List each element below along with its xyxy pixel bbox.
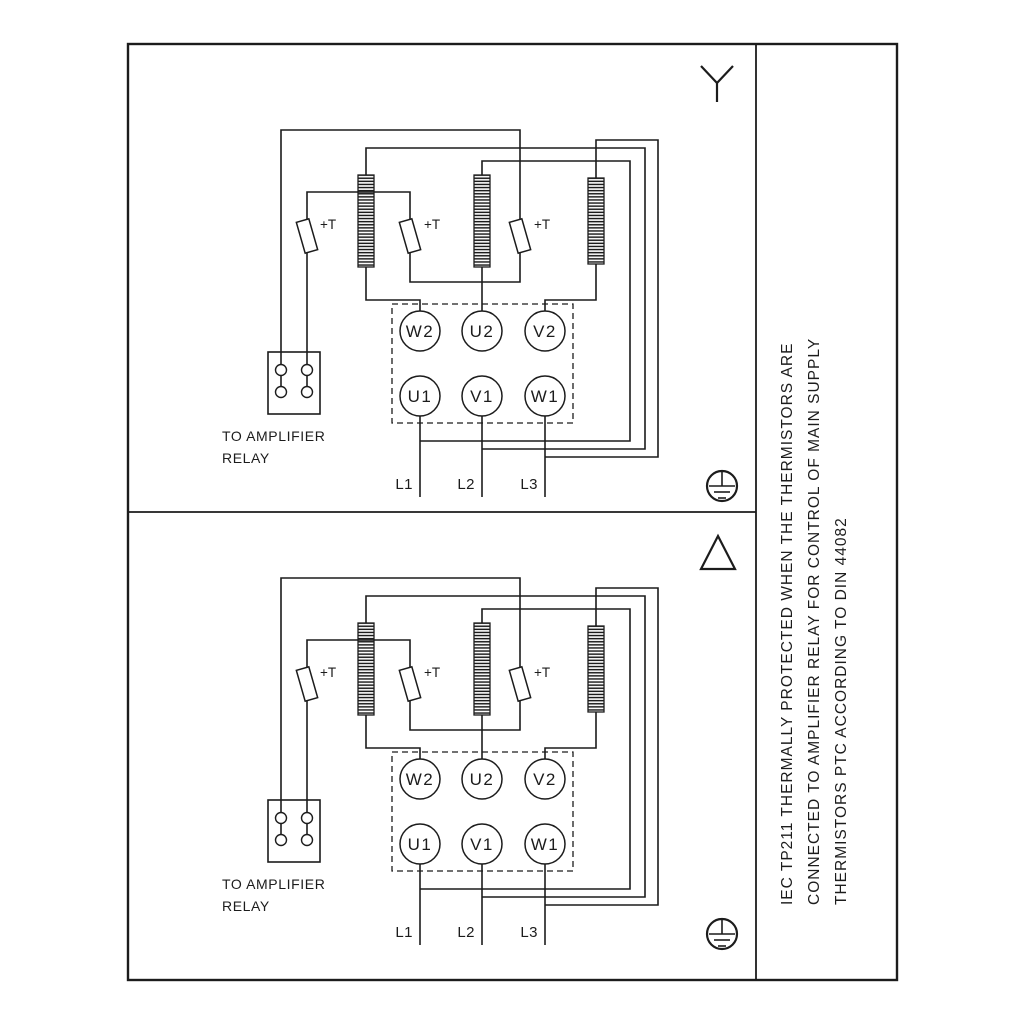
relay-contact-3 <box>274 385 288 399</box>
terminal-w1: W1 <box>524 375 566 417</box>
terminal-v2: V2 <box>524 310 566 352</box>
side-note-line2: CONNECTED TO AMPLIFIER RELAY FOR CONTROL… <box>806 338 823 905</box>
thermistor-1-label: +T <box>320 217 336 232</box>
terminal-u2-circle <box>461 310 503 352</box>
terminal-v1-circle <box>461 375 503 417</box>
motor-wiring-panel-delta <box>220 576 739 951</box>
star-icon-shape <box>700 65 734 102</box>
earth-circle <box>705 469 739 503</box>
supply-l1-label: L1 <box>395 476 413 493</box>
winding-2 <box>473 174 491 268</box>
supply-l3-label: L3 <box>520 476 538 493</box>
terminal-u1-label: U1 <box>408 387 433 406</box>
thermistor-2-label: +T <box>424 217 440 232</box>
side-note-line1: IEC TP211 THERMALLY PROTECTED WHEN THE T… <box>779 343 796 905</box>
side-note: IEC TP211 THERMALLY PROTECTED WHEN THE T… <box>779 338 850 905</box>
wiring <box>280 129 659 497</box>
terminal-w2-label: W2 <box>406 322 435 341</box>
wire-loop-to-l1 <box>420 160 631 442</box>
terminal-v2-circle <box>524 310 566 352</box>
earth-ground-icon <box>705 469 739 503</box>
terminal-w2: W2 <box>399 310 441 352</box>
terminal-w2-circle <box>399 310 441 352</box>
terminal-block: W2 U2 V2 U1 V1 W1 <box>391 303 574 424</box>
thermistor-3-label: +T <box>534 217 550 232</box>
frame <box>126 42 899 982</box>
winding-1 <box>357 174 375 268</box>
relay-contact-1 <box>274 363 288 377</box>
thermistor-2-icon <box>398 217 422 255</box>
terminal-w1-label: W1 <box>531 387 560 406</box>
terminal-block-outline <box>391 303 574 424</box>
delta-icon-shape <box>699 533 737 571</box>
wire-loop-to-l2 <box>365 147 646 450</box>
relay-terminal-box <box>267 351 321 415</box>
supply-l2-label: L2 <box>457 476 475 493</box>
amplifier-relay-box: TO AMPLIFIER RELAY <box>222 351 325 466</box>
terminal-v2-label: V2 <box>533 322 557 341</box>
motor-windings <box>357 174 605 268</box>
thermistors: +T +T +T <box>295 217 550 255</box>
wire-winding1-w2 <box>365 267 421 311</box>
terminal-u1: U1 <box>399 375 441 417</box>
side-note-line3: THERMISTORS PTC ACCORDING TO DIN 44082 <box>833 517 850 905</box>
star-connection-icon <box>700 65 734 102</box>
thermistor-3-icon <box>508 217 532 255</box>
relay-caption-line2: RELAY <box>222 450 270 466</box>
wire-relay-feed <box>280 129 521 352</box>
relay-contact-2 <box>300 363 314 377</box>
wire-loop-to-l3 <box>545 139 659 458</box>
delta-connection-icon <box>699 533 737 571</box>
winding-3 <box>587 177 605 265</box>
supply-labels: L1 L2 L3 <box>395 476 538 493</box>
terminal-u2-label: U2 <box>470 322 495 341</box>
relay-contact-4 <box>300 385 314 399</box>
terminal-u1-circle <box>399 375 441 417</box>
wire-th3-th2-link <box>409 268 521 283</box>
terminal-u2: U2 <box>461 310 503 352</box>
relay-caption-line1: TO AMPLIFIER <box>222 428 325 444</box>
thermistor-1-icon <box>295 217 319 255</box>
terminal-v1-label: V1 <box>470 387 494 406</box>
motor-wiring-panel-star: +T +T +T TO AMPLIFIER RELAY W2 <box>222 129 739 503</box>
terminal-w1-circle <box>524 375 566 417</box>
terminal-v1: V1 <box>461 375 503 417</box>
wire-winding3-v2 <box>544 264 597 311</box>
